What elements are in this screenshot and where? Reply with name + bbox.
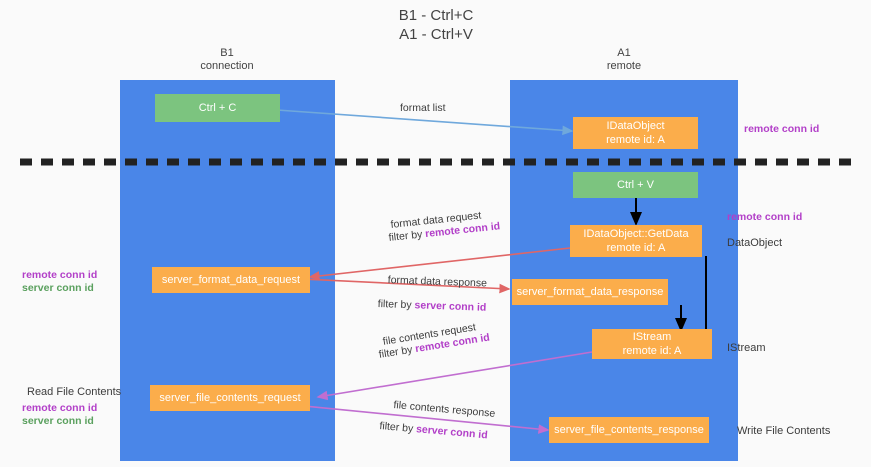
edge-label-file-contents-response-filter: filter by server conn id [379,420,488,442]
edge-label-format-data-response-filter: filter by server conn id [378,298,487,315]
annotation-left-bottom-server-conn-id: server conn id [22,415,94,427]
annotation-read-file-contents: Read File Contents [27,386,122,398]
node-server-format-data-request[interactable]: server_format_data_request [152,267,310,293]
column-heading-a1: A1 remote [606,47,642,72]
node-ctrl-c[interactable]: Ctrl + C [155,94,280,122]
annotation-write-file-contents: Write File Contents [737,425,831,437]
edge-label-format-data-response: format data response [387,274,488,290]
node-idataobject[interactable]: IDataObject remote id: A [573,117,698,149]
filter-prefix-4: filter by [378,420,417,436]
annotation-remote-conn-id-top: remote conn id [744,123,820,135]
edge-label-format-list: format list [400,102,446,114]
filter-prefix-2: filter by [377,298,415,312]
node-server-file-contents-request[interactable]: server_file_contents_request [150,385,310,411]
filter-value-server-conn-id-2: server conn id [415,423,489,442]
node-server-file-contents-response[interactable]: server_file_contents_response [549,417,709,443]
annotation-remote-conn-id-mid: remote conn id [727,211,803,223]
column-heading-b1: B1 connection [200,47,254,72]
annotation-left-bottom-remote-conn-id: remote conn id [22,402,98,414]
annotation-left-remote-conn-id: remote conn id [22,269,98,281]
filter-prefix-1: filter by [388,228,426,244]
node-server-format-data-response[interactable]: server_format_data_response [512,279,668,305]
edge-label-file-contents-response: file contents response [392,399,496,420]
page-title: B1 - Ctrl+C A1 - Ctrl+V [398,7,474,43]
annotation-left-server-conn-id: server conn id [22,282,94,294]
annotation-istream: IStream [727,342,766,354]
filter-value-server-conn-id-1: server conn id [414,299,487,314]
node-ctrl-v[interactable]: Ctrl + V [573,172,698,198]
node-istream[interactable]: IStream remote id: A [592,329,712,359]
annotation-dataobject: DataObject [727,237,783,249]
node-getdata[interactable]: IDataObject::GetData remote id: A [570,225,702,257]
